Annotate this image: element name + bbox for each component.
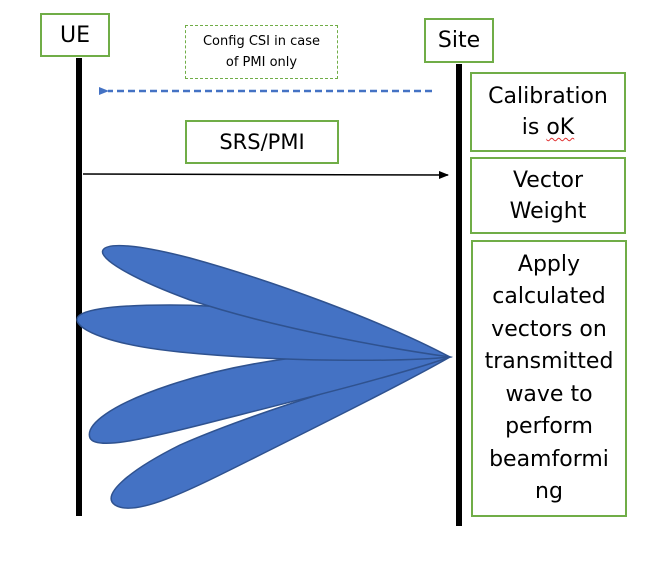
ue-lifeline [76, 58, 82, 516]
apply-vectors-box: Apply calculated vectors on transmitted … [471, 240, 627, 517]
srs-pmi-arrow [82, 170, 449, 179]
config-csi-label: Config CSI in case of PMI only [202, 34, 320, 70]
beam-lobe-1 [101, 244, 451, 358]
calibration-spellcheck-word: oK [546, 115, 575, 140]
ue-actor-box: UE [40, 13, 110, 57]
site-actor-box: Site [424, 18, 494, 63]
calibration-line1: Calibration [488, 84, 608, 109]
ue-label: UE [59, 22, 90, 48]
apply-vectors-label: Apply calculated vectors on transmitted … [484, 251, 614, 505]
vector-weight-box: Vector Weight [470, 157, 626, 234]
calibration-box: Calibration is oK [470, 72, 626, 152]
srs-pmi-label: SRS/PMI [219, 130, 305, 154]
site-label: Site [437, 28, 481, 53]
srs-pmi-label-box: SRS/PMI [185, 120, 339, 164]
vector-weight-label: Vector Weight [509, 167, 587, 224]
calibration-line2: is oK [521, 115, 575, 140]
beam-lobe-4 [110, 356, 451, 509]
config-csi-note: Config CSI in case of PMI only [185, 25, 338, 79]
site-lifeline [456, 64, 462, 526]
beam-lobes [76, 244, 453, 509]
